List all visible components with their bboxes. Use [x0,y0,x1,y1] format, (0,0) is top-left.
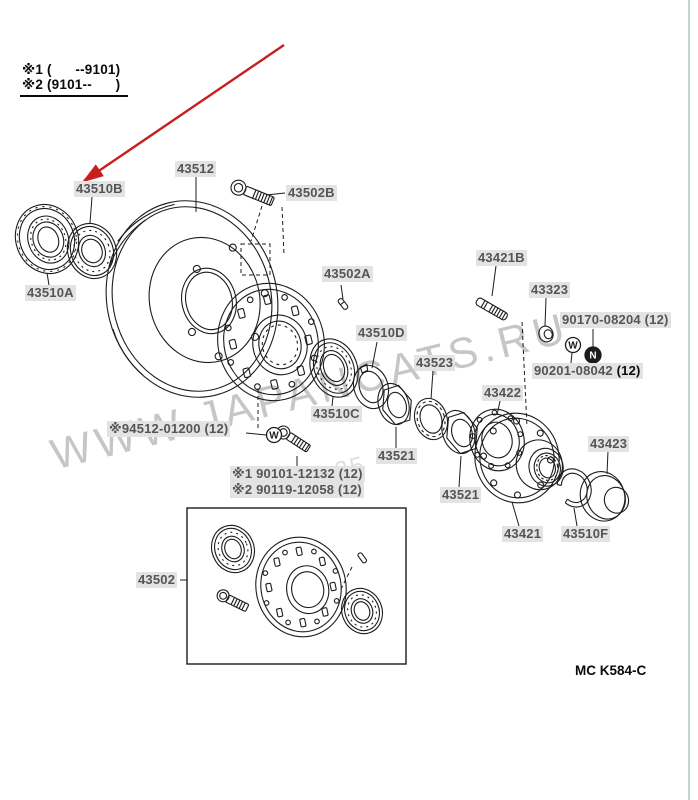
wheel-bolt-drawing-43502B [230,179,275,206]
part-label-90119-12058[interactable]: ※2 90119-12058 (12) [230,482,364,498]
washer-symbol-icon: W [265,426,283,444]
part-label-90101-12132[interactable]: ※1 90101-12132 (12) [230,466,365,482]
part-label-43421B[interactable]: 43421B [476,250,527,266]
hub-flange-drawing [217,282,325,402]
header-underline [20,95,128,97]
variant-note-1: ※1 ( --9101) [22,62,121,77]
part-label-43510A[interactable]: 43510A [25,285,76,301]
part-label-43323[interactable]: 43323 [529,282,571,298]
stud-drawing-43421B [475,297,508,321]
part-label-43512[interactable]: 43512 [175,161,217,177]
pin-drawing-43502A [337,298,349,310]
bearing-drawing-43510B [66,222,118,280]
part-number: 90201-08042 [534,363,613,378]
part-label-43502[interactable]: 43502 [136,572,178,588]
svg-text:N: N [589,351,596,362]
nut-symbol-icon: N [584,346,602,364]
thrust-washer-drawing-43510D [352,363,390,410]
lock-washer-drawing-43523 [413,397,449,441]
drawing-code: MC K584-C [575,663,647,678]
part-label-43510D[interactable]: 43510D [356,325,407,341]
lock-nut-drawing-43521-a [377,382,412,426]
part-label-90201-08042[interactable]: 90201-08042 (12) [532,363,643,379]
part-label-90170-08204[interactable]: 90170-08204 (12) [560,312,671,328]
part-label-43510C[interactable]: 43510C [311,406,362,422]
snap-ring-drawing-43510F [556,468,592,508]
svg-text:W: W [269,431,279,442]
red-pointer-arrow [82,44,285,183]
oil-seal-drawing-43510A [14,203,80,275]
part-label-43510F[interactable]: 43510F [561,526,611,542]
lock-nut-drawing-43521-b [441,409,478,455]
svg-text:W: W [568,341,578,352]
part-label-43423[interactable]: 43423 [588,436,630,452]
part-label-43502B[interactable]: 43502B [286,185,337,201]
grease-cap-drawing-43423 [579,471,630,522]
washer-drawing-43323 [538,325,554,343]
part-label-43502A[interactable]: 43502A [322,266,373,282]
washer-symbol-icon: W [564,336,582,354]
bearing-drawing-43510C [309,338,359,398]
part-label-43510B[interactable]: 43510B [74,181,125,197]
part-label-43521-a[interactable]: 43521 [376,448,418,464]
hub-body-drawing-43421 [474,412,564,504]
brake-disc-drawing-43512 [105,200,279,398]
part-label-43421[interactable]: 43421 [502,526,544,542]
quantity-suffix: (12) [612,363,641,378]
leader-lines [46,177,609,581]
part-label-43422[interactable]: 43422 [482,385,524,401]
variant-note-2: ※2 (9101-- ) [22,77,121,92]
part-label-43523[interactable]: 43523 [414,355,456,371]
dashed-assembly-lines [240,205,528,590]
page-edge-divider [688,0,690,800]
part-label-43521-b[interactable]: 43521 [440,487,482,503]
part-label-94512-01200[interactable]: ※94512-01200 (12) [107,421,231,437]
subassembly-box-43502 [186,507,407,665]
